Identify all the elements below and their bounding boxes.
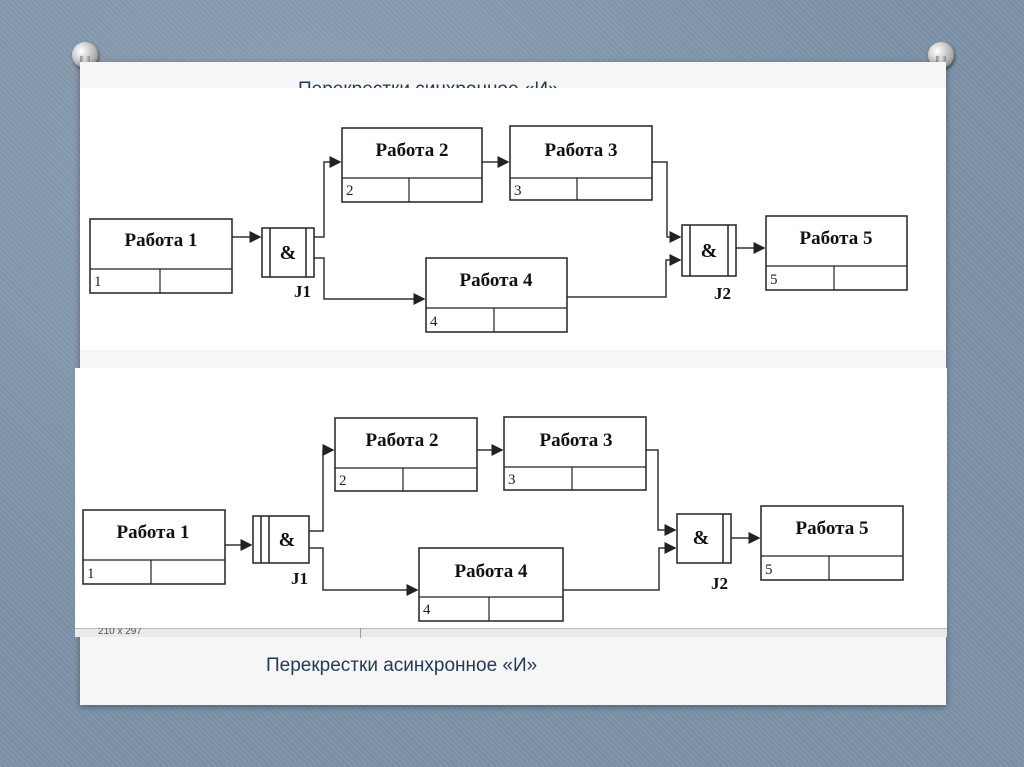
box-name: Работа 3	[540, 430, 613, 451]
and-symbol: &	[280, 242, 297, 264]
box-name: Работа 5	[800, 228, 873, 249]
box-number: 5	[770, 272, 778, 288]
box-name: Работа 4	[455, 561, 528, 582]
box-number: 5	[765, 562, 773, 578]
diagram-bottom: Работа 1 1 Работа 2 2 Работа 3 3 Работа …	[75, 368, 947, 630]
box-number: 1	[87, 566, 95, 582]
box-number: 2	[339, 473, 347, 489]
junction-j2: & J2	[681, 224, 737, 303]
box-number: 2	[346, 183, 354, 199]
box-work-4: Работа 4 4	[418, 547, 564, 622]
box-work-4: Работа 4 4	[425, 257, 568, 333]
box-name: Работа 5	[796, 518, 869, 539]
box-work-2: Работа 2 2	[334, 417, 478, 492]
box-work-5: Работа 5 5	[760, 505, 904, 581]
toolbar-strip-artifact	[75, 628, 947, 637]
box-work-5: Работа 5 5	[765, 215, 908, 291]
box-work-1: Работа 1 1	[82, 509, 226, 585]
diagram-top-svg: Работа 1 1 Работа 2 2 Работа 3 3 Работа …	[89, 125, 908, 333]
box-number: 3	[514, 183, 522, 199]
junction-j1: & J1	[252, 515, 310, 588]
box-name: Работа 4	[460, 270, 533, 291]
box-number: 1	[94, 274, 102, 290]
page-size-fragment: 210 x 297	[98, 628, 142, 636]
box-name: Работа 1	[125, 230, 198, 251]
box-work-3: Работа 3 3	[509, 125, 653, 201]
title-bottom: Перекрестки асинхронное «И»	[266, 655, 538, 676]
junction-label: J2	[714, 284, 731, 303]
box-work-2: Работа 2 2	[341, 127, 483, 203]
box-work-3: Работа 3 3	[503, 416, 647, 491]
diagram-top: Работа 1 1 Работа 2 2 Работа 3 3 Работа …	[80, 88, 946, 350]
junction-label: J2	[711, 574, 728, 593]
diagram-bottom-svg: Работа 1 1 Работа 2 2 Работа 3 3 Работа …	[82, 416, 904, 622]
and-symbol: &	[279, 529, 296, 551]
and-symbol: &	[693, 527, 710, 549]
box-number: 3	[508, 472, 516, 488]
junction-label: J1	[291, 569, 308, 588]
junction-j2: & J2	[676, 513, 732, 593]
box-work-1: Работа 1 1	[89, 218, 233, 294]
box-name: Работа 2	[366, 430, 439, 451]
box-number: 4	[430, 314, 438, 330]
box-name: Работа 2	[376, 140, 449, 161]
junction-j1: & J1	[261, 227, 315, 301]
box-name: Работа 3	[545, 140, 618, 161]
divider-line	[360, 628, 361, 638]
box-number: 4	[423, 602, 431, 618]
box-name: Работа 1	[117, 522, 190, 543]
junction-label: J1	[294, 282, 311, 301]
and-symbol: &	[701, 240, 718, 262]
